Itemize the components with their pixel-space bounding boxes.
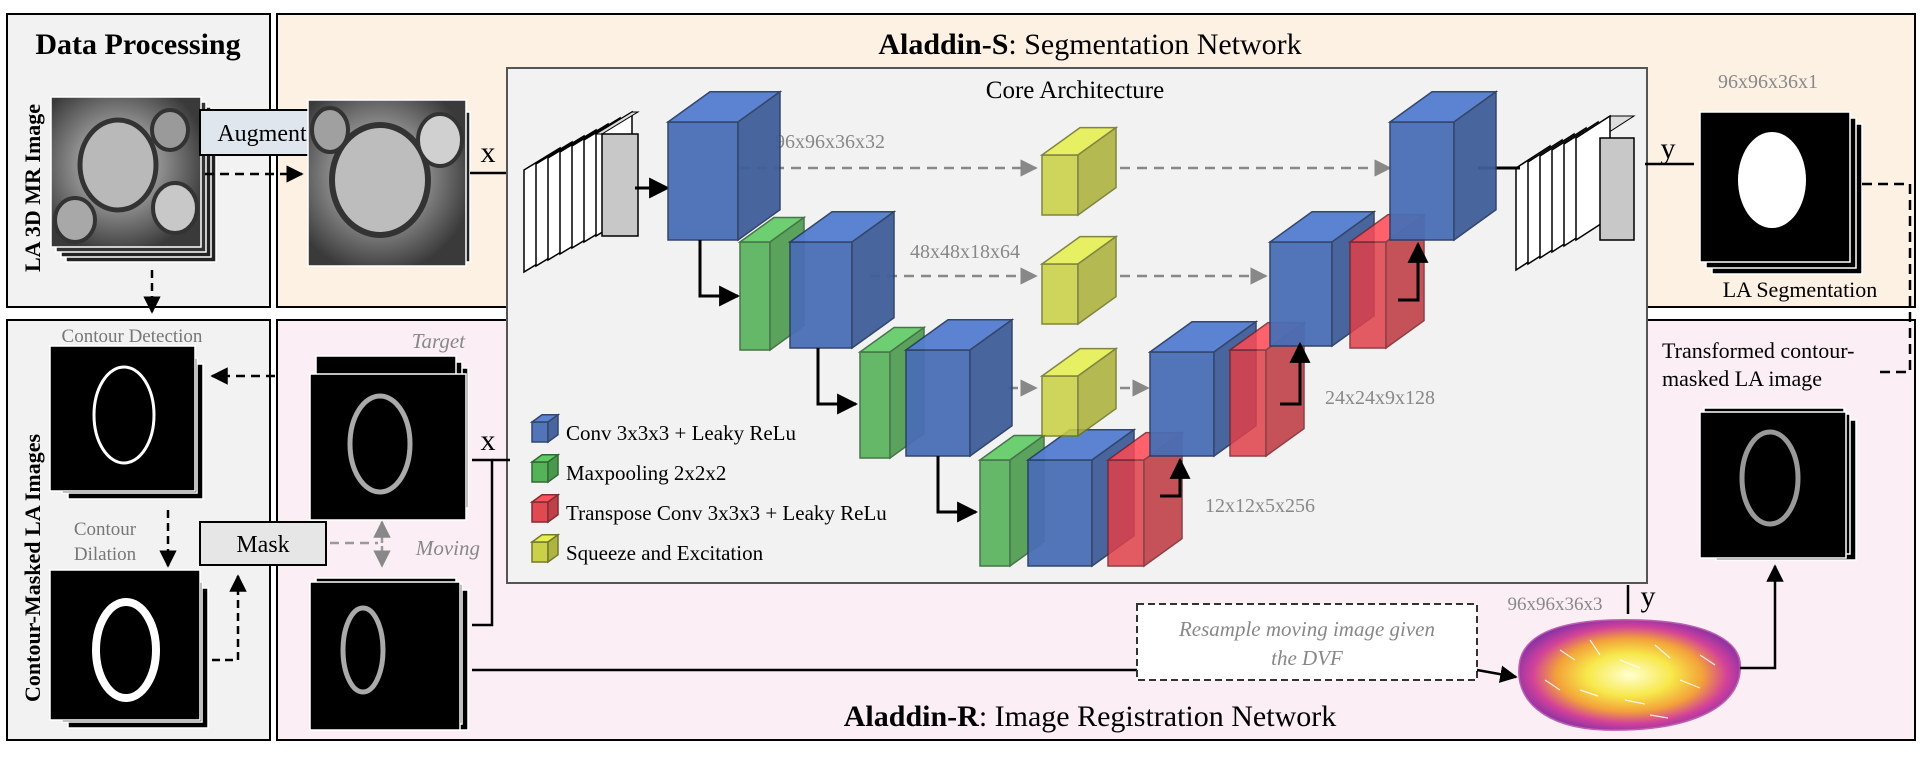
augment-label: Augment	[217, 121, 307, 147]
segmentation-title: Aladdin-S: Segmentation Network	[878, 28, 1301, 61]
mask-box	[199, 521, 327, 566]
registration-title: Aladdin-R: Image Registration Network	[844, 700, 1336, 733]
seg-input-var: x	[481, 136, 496, 169]
augment-box	[199, 109, 325, 156]
conv-block-e1	[665, 90, 783, 242]
legend-swatch-1	[529, 453, 561, 484]
resample-label-2: the DVF	[1271, 646, 1343, 670]
registration-output-var: y	[1641, 580, 1656, 613]
se-block-2	[1039, 235, 1119, 326]
contour-dilation-stack	[49, 569, 209, 729]
seg-output-var: y	[1661, 132, 1676, 165]
tconv-block-d4	[1105, 431, 1185, 568]
core-architecture-title: Core Architecture	[986, 77, 1164, 104]
downsample-connectors	[698, 240, 979, 523]
dim-label-level-3: 24x24x9x128	[1325, 387, 1435, 409]
core-legend: Conv 3x3x3 + Leaky ReLu Maxpooling 2x2x2…	[529, 413, 887, 565]
moving-label: Moving	[415, 536, 480, 560]
se-block-1	[1039, 126, 1119, 217]
resample-label-1: Resample moving image given	[1178, 617, 1435, 641]
transformed-label-2: masked LA image	[1662, 366, 1822, 391]
dvf-visualization	[1518, 619, 1742, 731]
contour-dilation-label-1: Contour	[74, 519, 137, 540]
dim-label-level-2: 48x48x18x64	[910, 241, 1020, 263]
legend-swatch-0	[529, 413, 561, 444]
contour-detection-label: Contour Detection	[62, 326, 203, 347]
dim-label-level-1: 96x96x36x32	[775, 131, 885, 153]
legend-swatch-2	[529, 493, 561, 524]
dilation-to-mask-arrow	[212, 574, 247, 662]
mr-image-side-label: LA 3D MR Image	[20, 104, 45, 272]
mask-label: Mask	[236, 532, 289, 558]
contour-dilation-label-2: Dilation	[74, 544, 137, 565]
legend-label-1: Maxpooling 2x2x2	[566, 461, 726, 485]
core-input-slabs	[523, 110, 640, 274]
transformed-image-stack	[1699, 407, 1857, 561]
data-processing-title: Data Processing	[35, 28, 240, 61]
seg-output-dims: 96x96x36x1	[1718, 71, 1818, 93]
target-label: Target	[412, 329, 466, 353]
resample-box	[1136, 603, 1478, 681]
seg-output-label: LA Segmentation	[1723, 277, 1878, 302]
registration-input-bracket	[472, 458, 494, 627]
dim-label-level-4: 12x12x5x256	[1205, 495, 1315, 517]
tconv-block-d3	[1227, 321, 1307, 458]
core-output-slabs	[1515, 114, 1636, 272]
conv-block-e3	[903, 318, 1015, 458]
conv-block-e2	[787, 210, 897, 350]
transformed-label-1: Transformed contour-	[1662, 338, 1854, 363]
conv-block-d1	[1387, 90, 1499, 242]
contour-masked-side-label: Contour-Masked LA Images	[20, 433, 45, 702]
upsample-connectors	[1160, 241, 1429, 498]
legend-swatch-3	[529, 533, 561, 564]
mr-image-stack	[50, 96, 217, 263]
augmented-image-stack	[307, 99, 471, 267]
legend-label-0: Conv 3x3x3 + Leaky ReLu	[566, 421, 796, 445]
moving-image-stack	[309, 577, 469, 731]
se-block-3	[1039, 347, 1119, 438]
registration-input-var: x	[481, 424, 496, 457]
dvf-to-transformed-arrow	[1740, 564, 1784, 670]
contour-detection-stack	[49, 345, 204, 500]
dvf-dims: 96x96x36x3	[1508, 594, 1603, 615]
legend-label-3: Squeeze and Excitation	[566, 541, 764, 565]
target-image-stack	[309, 355, 469, 521]
segmentation-mask-stack	[1699, 111, 1863, 275]
resample-to-dvf-arrow	[1476, 665, 1518, 683]
seg-to-registration-dashed	[1862, 182, 1912, 374]
legend-label-2: Transpose Conv 3x3x3 + Leaky ReLu	[566, 501, 887, 525]
